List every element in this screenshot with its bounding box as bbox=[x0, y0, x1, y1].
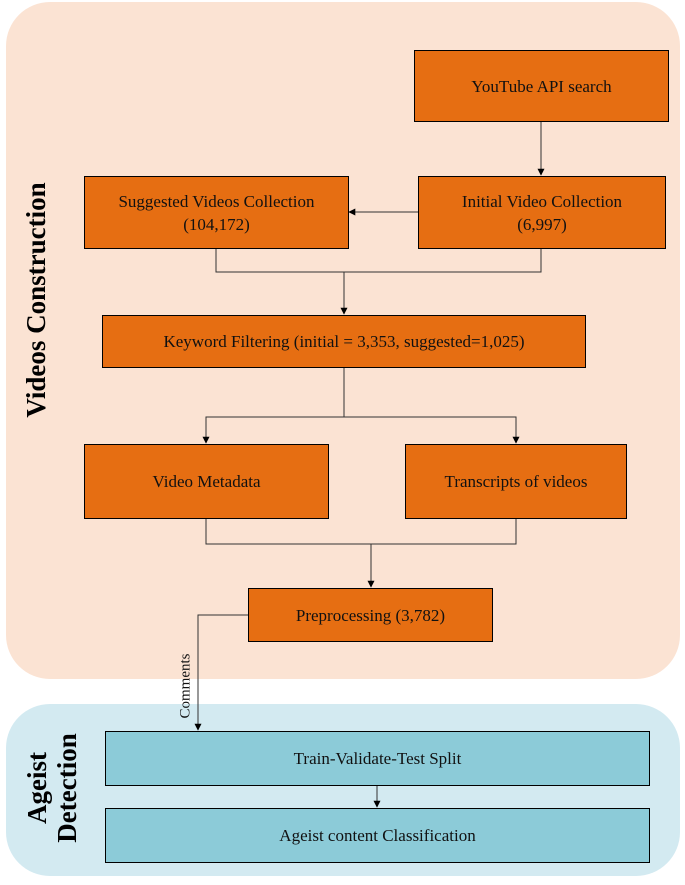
suggested-videos-collection-box: Suggested Videos Collection (104,172) bbox=[84, 176, 349, 249]
edge-collections-merge bbox=[215, 249, 542, 273]
edge-metadata-transcripts-merge bbox=[205, 519, 517, 545]
initial-collection-title: Initial Video Collection bbox=[461, 191, 623, 211]
preprocessing-label: Preprocessing (3,782) bbox=[295, 605, 446, 625]
initial-collection-count: (6,997) bbox=[517, 214, 567, 234]
keyword-filtering-box: Keyword Filtering (initial = 3,353, sugg… bbox=[102, 315, 586, 368]
edge-filtering-to-transcripts bbox=[344, 416, 517, 443]
edge-filtering-split bbox=[202, 368, 345, 444]
transcripts-box: Transcripts of videos bbox=[405, 444, 627, 519]
suggested-collection-title: Suggested Videos Collection bbox=[118, 191, 315, 211]
train-validate-test-split-box: Train-Validate-Test Split bbox=[105, 731, 650, 786]
youtube-api-search-label: YouTube API search bbox=[471, 76, 612, 96]
youtube-api-search-box: YouTube API search bbox=[414, 50, 669, 122]
initial-video-collection-box: Initial Video Collection (6,997) bbox=[418, 176, 666, 249]
split-label: Train-Validate-Test Split bbox=[293, 749, 462, 768]
keyword-filtering-label: Keyword Filtering (initial = 3,353, sugg… bbox=[163, 332, 525, 351]
video-metadata-box: Video Metadata bbox=[84, 444, 329, 519]
preprocessing-box: Preprocessing (3,782) bbox=[248, 588, 493, 642]
edge-preprocessing-to-split bbox=[194, 614, 248, 731]
suggested-collection-count: (104,172) bbox=[183, 214, 250, 234]
classification-label: Ageist content Classification bbox=[279, 826, 476, 845]
video-metadata-label: Video Metadata bbox=[152, 472, 261, 491]
transcripts-label: Transcripts of videos bbox=[444, 472, 588, 491]
ageist-classification-box: Ageist content Classification bbox=[105, 808, 650, 863]
comments-edge-label: Comments bbox=[177, 653, 194, 719]
